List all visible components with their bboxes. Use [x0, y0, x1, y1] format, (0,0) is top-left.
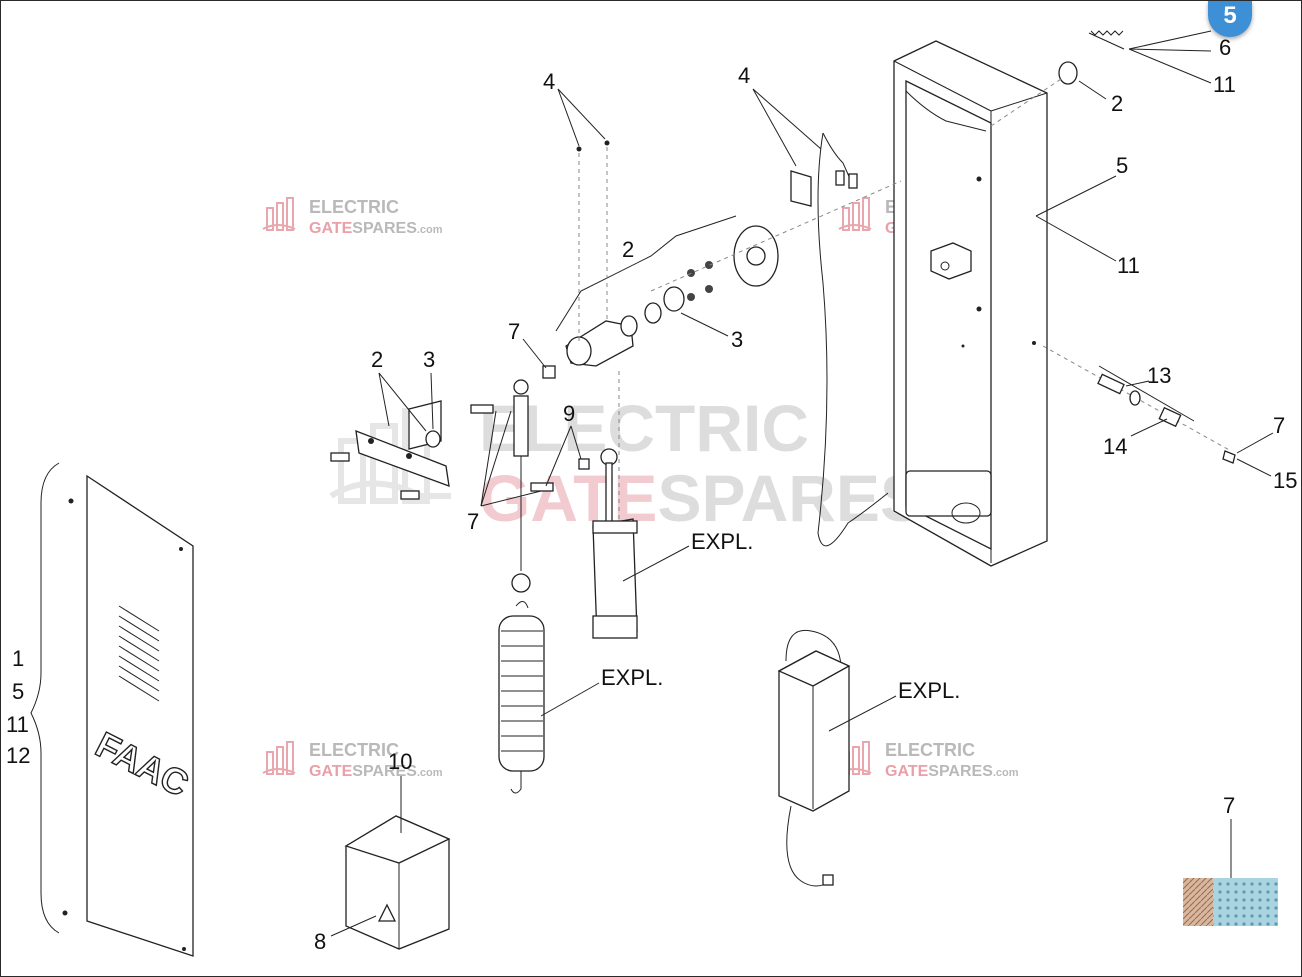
label-plate-3: 3	[423, 347, 435, 372]
label-right-11: 11	[1117, 253, 1140, 278]
svg-text:GATESPARES.com: GATESPARES.com	[309, 220, 443, 237]
top-screws	[576, 140, 620, 521]
label-side-13: 13	[1147, 363, 1171, 388]
leader-lines	[330, 30, 1274, 937]
label-left-11: 11	[6, 712, 29, 737]
top-small-parts	[990, 30, 1125, 127]
watermark-bottom-left: ELECTRIC GATESPARES.com	[262, 740, 443, 780]
watermark-line1: ELECTRIC	[309, 740, 399, 760]
label-plate-2: 2	[371, 347, 383, 372]
threadlock-swatch	[1183, 878, 1278, 926]
label-side-7: 7	[1273, 413, 1285, 438]
turnbuckle-rod	[511, 379, 531, 593]
bracket-plate	[330, 400, 590, 500]
label-swatch-7: 7	[1223, 793, 1235, 818]
watermark-line1: ELECTRIC	[885, 740, 975, 760]
label-box-8: 8	[314, 929, 326, 954]
cover-panel: FAAC	[30, 462, 196, 957]
shaft-assembly	[542, 180, 902, 379]
hydraulic-ram	[592, 448, 638, 639]
part-number-labels: 4 4 6 11 2 5 11 2 3 7 2 3 7 9 13 14 7 15…	[6, 35, 1297, 954]
label-top-4b: 4	[738, 63, 750, 88]
watermark-big-line1: ELECTRIC	[479, 391, 809, 465]
label-right-5: 5	[1116, 153, 1128, 178]
label-turnbuckle-9: 9	[563, 401, 575, 426]
label-shaft-7: 7	[508, 319, 520, 344]
label-turnbuckle-7: 7	[467, 509, 479, 534]
label-expl-spring: EXPL.	[601, 665, 663, 690]
label-top-4a: 4	[543, 69, 555, 94]
label-top-11: 11	[1213, 72, 1236, 97]
svg-text:GATESPARES.com: GATESPARES.com	[309, 763, 443, 780]
label-left-5: 5	[12, 679, 24, 704]
junction-box	[344, 815, 451, 950]
label-shaft-3: 3	[731, 327, 743, 352]
label-right-2: 2	[1111, 91, 1123, 116]
control-unit	[777, 629, 851, 887]
label-box-10: 10	[388, 749, 412, 774]
watermark-big-spares: SPARES	[657, 461, 924, 535]
label-side-15: 15	[1273, 468, 1297, 493]
label-top-6: 6	[1219, 35, 1231, 60]
wiring-cable	[790, 132, 889, 547]
label-expl-ram: EXPL.	[691, 529, 753, 554]
center-watermark: ELECTRIC GATESPARES.com	[329, 391, 989, 535]
label-side-14: 14	[1103, 434, 1127, 459]
label-left-1: 1	[12, 646, 24, 671]
watermark-top-left: ELECTRIC GATESPARES.com	[262, 197, 443, 237]
label-left-12: 12	[6, 743, 30, 768]
side-fittings	[1042, 345, 1236, 464]
label-shaft-2: 2	[622, 237, 634, 262]
label-expl-unit: EXPL.	[898, 678, 960, 703]
svg-text:GATESPARES.com: GATESPARES.com	[885, 763, 1019, 780]
tension-spring	[498, 601, 545, 794]
housing-cabinet	[893, 40, 1048, 567]
svg-text:GATESPARES.com: GATESPARES.com	[479, 461, 989, 535]
page-badge[interactable]: 5	[1208, 1, 1252, 37]
watermark-bottom-right: ELECTRIC GATESPARES.com	[838, 740, 1019, 780]
watermark-line1: ELECTRIC	[309, 197, 399, 217]
